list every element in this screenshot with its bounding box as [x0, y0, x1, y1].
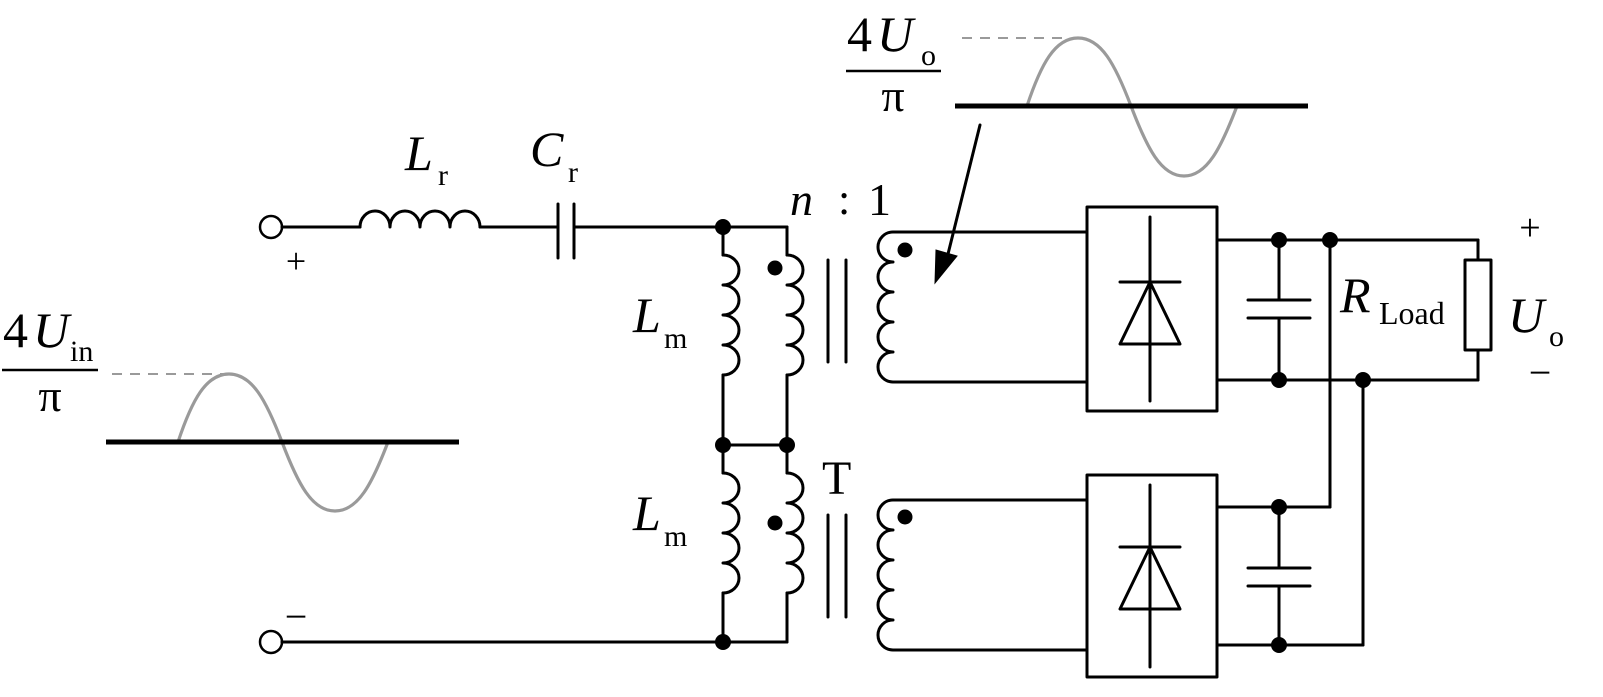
output-waveform: [955, 36, 1308, 178]
inductor-lr: [358, 209, 482, 229]
svg-text:C: C: [530, 121, 564, 177]
input-waveform: [106, 372, 459, 513]
input-minus-sign: −: [285, 594, 308, 639]
primary-winding-bottom: [785, 471, 805, 595]
svg-text:1: 1: [868, 174, 891, 225]
svg-text:π: π: [881, 70, 904, 121]
svg-text:L: L: [632, 485, 661, 541]
load-resistor: [1463, 258, 1493, 352]
svg-text:m: m: [664, 322, 687, 355]
svg-text:U: U: [1508, 287, 1547, 343]
polarity-dot-secondary-top: [897, 242, 913, 258]
secondary-winding-bottom: [876, 498, 1089, 652]
label-lr: L r: [404, 125, 448, 192]
transformer-core-top: [826, 258, 848, 364]
waveform-pointer-arrow: [934, 123, 982, 285]
input-terminal-negative: [258, 629, 284, 655]
input-plus-sign: +: [286, 241, 306, 281]
label-rload: R Load: [1339, 267, 1445, 331]
primary-winding-top: [785, 253, 805, 377]
svg-text:n: n: [790, 174, 813, 225]
top-input-wire: [280, 202, 789, 260]
svg-text:r: r: [438, 159, 448, 192]
label-lm-bottom: L m: [632, 485, 687, 553]
svg-text::: :: [838, 175, 850, 224]
svg-text:U: U: [877, 6, 916, 62]
primary-network: [280, 219, 805, 650]
capacitor-cr: [556, 202, 576, 260]
svg-text:4: 4: [847, 6, 872, 62]
svg-text:in: in: [70, 335, 93, 368]
input-amplitude-label: 4 U in π: [2, 302, 98, 421]
secondary-winding-top: [876, 230, 1089, 384]
svg-text:r: r: [568, 156, 578, 189]
filter-capacitor-top: [1246, 238, 1312, 382]
svg-text:o: o: [1549, 320, 1564, 353]
svg-text:π: π: [38, 370, 61, 421]
filter-capacitor-bottom: [1246, 505, 1312, 647]
magnetizing-inductor-bottom: [721, 471, 741, 595]
label-turns-ratio: n : 1: [790, 174, 891, 225]
label-output-voltage: U o: [1508, 287, 1564, 353]
rectifier-bottom: [1085, 473, 1219, 679]
svg-text:4: 4: [3, 302, 28, 358]
magnetizing-inductor-top: [721, 253, 741, 377]
svg-text:m: m: [664, 520, 687, 553]
svg-text:Load: Load: [1379, 295, 1445, 331]
svg-text:U: U: [33, 302, 72, 358]
svg-text:o: o: [921, 39, 936, 72]
output-minus-sign: −: [1529, 350, 1552, 395]
svg-text:R: R: [1339, 267, 1371, 323]
rectifier-top: [1085, 205, 1219, 413]
label-transformer-t: T: [822, 452, 851, 505]
polarity-dot-primary-bottom: [767, 515, 783, 531]
label-lm-top: L m: [632, 287, 687, 355]
output-amplitude-label: 4 U o π: [846, 6, 941, 121]
polarity-dot-secondary-bottom: [897, 509, 913, 525]
output-plus-sign: +: [1519, 207, 1540, 249]
label-cr: C r: [530, 121, 578, 189]
output-network: [1215, 232, 1493, 653]
transformer-core-bottom: [826, 513, 848, 619]
svg-text:L: L: [632, 287, 661, 343]
polarity-dot-primary-top: [767, 260, 783, 276]
svg-text:L: L: [404, 125, 433, 181]
input-terminal-positive: [258, 214, 284, 240]
